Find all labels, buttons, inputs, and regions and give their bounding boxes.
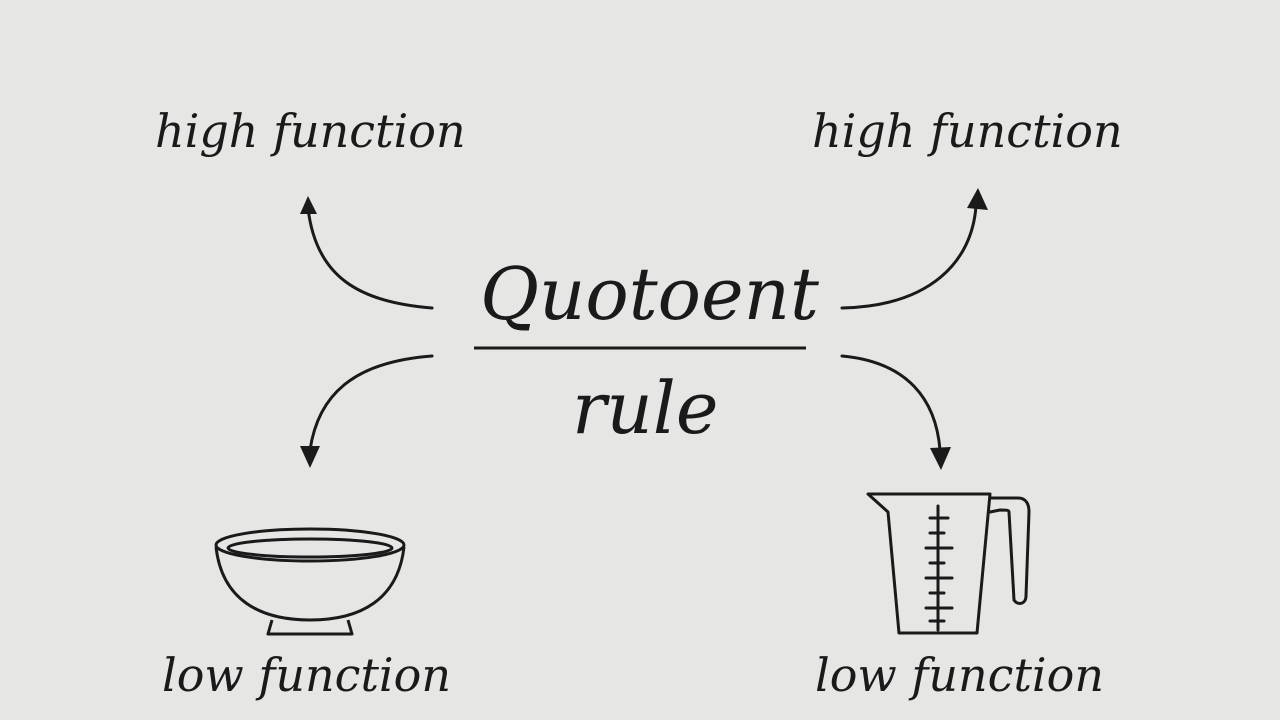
label-high-function-right: high function	[812, 104, 1123, 158]
numerator-label: Quotoent	[480, 252, 819, 336]
arrowhead-top-right	[967, 188, 988, 210]
arrow-top-left	[306, 206, 434, 310]
bowl-icon	[214, 527, 406, 636]
arrow-top-right	[840, 204, 978, 310]
arrowhead-top-left	[300, 196, 317, 214]
label-low-function-left: low function	[162, 648, 451, 702]
arrow-bottom-right	[840, 354, 942, 452]
arrowhead-bottom-right	[930, 447, 951, 470]
denominator-label: rule	[572, 366, 719, 450]
arrowhead-bottom-left	[300, 446, 320, 468]
measuring-cup-icon	[866, 492, 1031, 635]
label-low-function-right: low function	[815, 648, 1104, 702]
arrow-bottom-left	[308, 354, 434, 452]
label-high-function-left: high function	[155, 104, 466, 158]
